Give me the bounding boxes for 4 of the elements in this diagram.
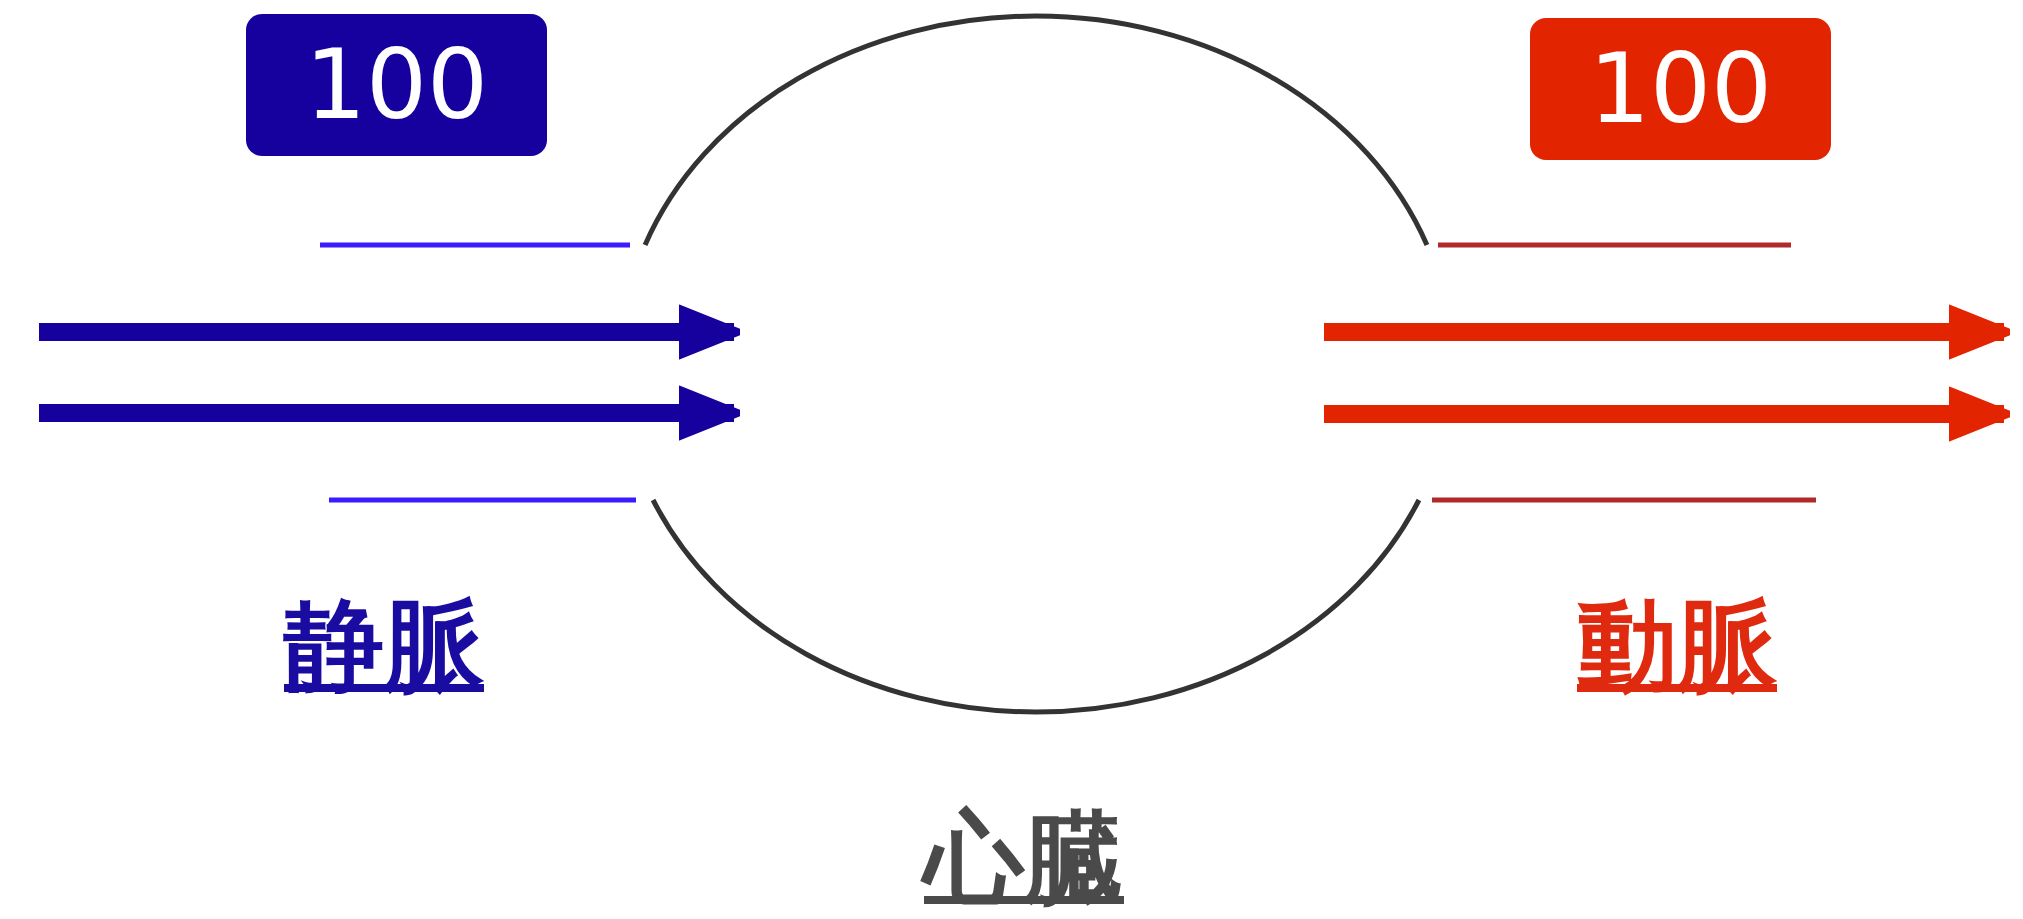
vessel-label: 動脈 (1577, 590, 1777, 702)
vessel-label: 静脈 (284, 590, 484, 702)
value-badge: 100 (246, 14, 547, 156)
value-badge: 100 (1530, 18, 1831, 160)
